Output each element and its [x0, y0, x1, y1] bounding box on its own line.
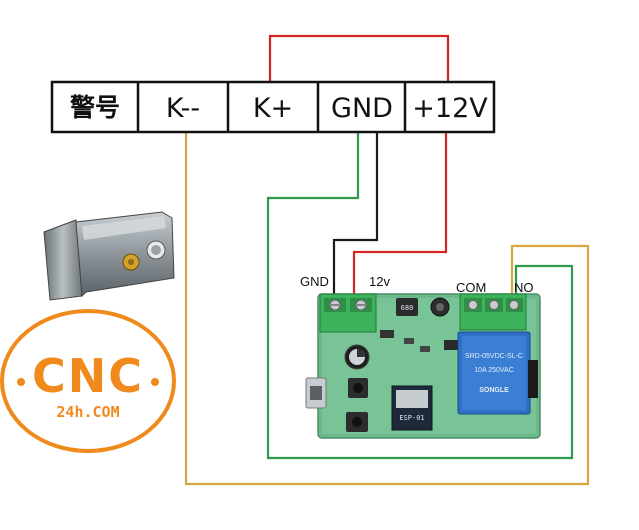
terminal-label-k-minus: K--	[166, 93, 200, 124]
logo-dot-right	[151, 378, 159, 386]
black-wire-gnd-to-board	[332, 132, 379, 296]
green-wire-gnd-to-no	[266, 132, 574, 460]
wires	[184, 34, 590, 486]
red-wire-12v-to-board	[352, 132, 448, 296]
red-wire-k-plus-to-12v	[268, 34, 450, 82]
terminal-label-gnd: GND	[331, 93, 393, 124]
relay-brand-label: SONGLE	[479, 387, 509, 394]
electric-lock-illustration	[43, 211, 175, 301]
terminal-label-alarm: 警号	[69, 93, 120, 122]
orange-wire-k-minus-to-com	[184, 132, 590, 486]
relay-model-label: SRD-05VDC-SL-C	[465, 353, 523, 360]
logo-main-text: CNC	[32, 349, 144, 403]
terminal-label-12v: +12V	[412, 93, 488, 124]
logo-sub-text: 24h.COM	[56, 403, 119, 421]
board-pin-12v: 12v	[369, 274, 390, 289]
terminal-label-k-plus: K+	[253, 93, 293, 124]
relay-board: 680 ESP-01 SRD-05VDC-SL-C 10A 250VAC SON…	[300, 274, 541, 439]
inductor-label: 680	[401, 304, 414, 312]
cnc-logo: CNC 24h.COM	[0, 309, 176, 453]
esp-module-label: ESP-01	[399, 414, 424, 422]
logo-dot-left	[17, 378, 25, 386]
relay-rating-label: 10A 250VAC	[474, 367, 514, 374]
board-pin-gnd: GND	[300, 274, 329, 289]
terminal-block: 警号 K-- K+ GND +12V	[50, 80, 496, 134]
board-pin-no: NO	[514, 280, 534, 295]
board-pin-com: COM	[456, 280, 486, 295]
